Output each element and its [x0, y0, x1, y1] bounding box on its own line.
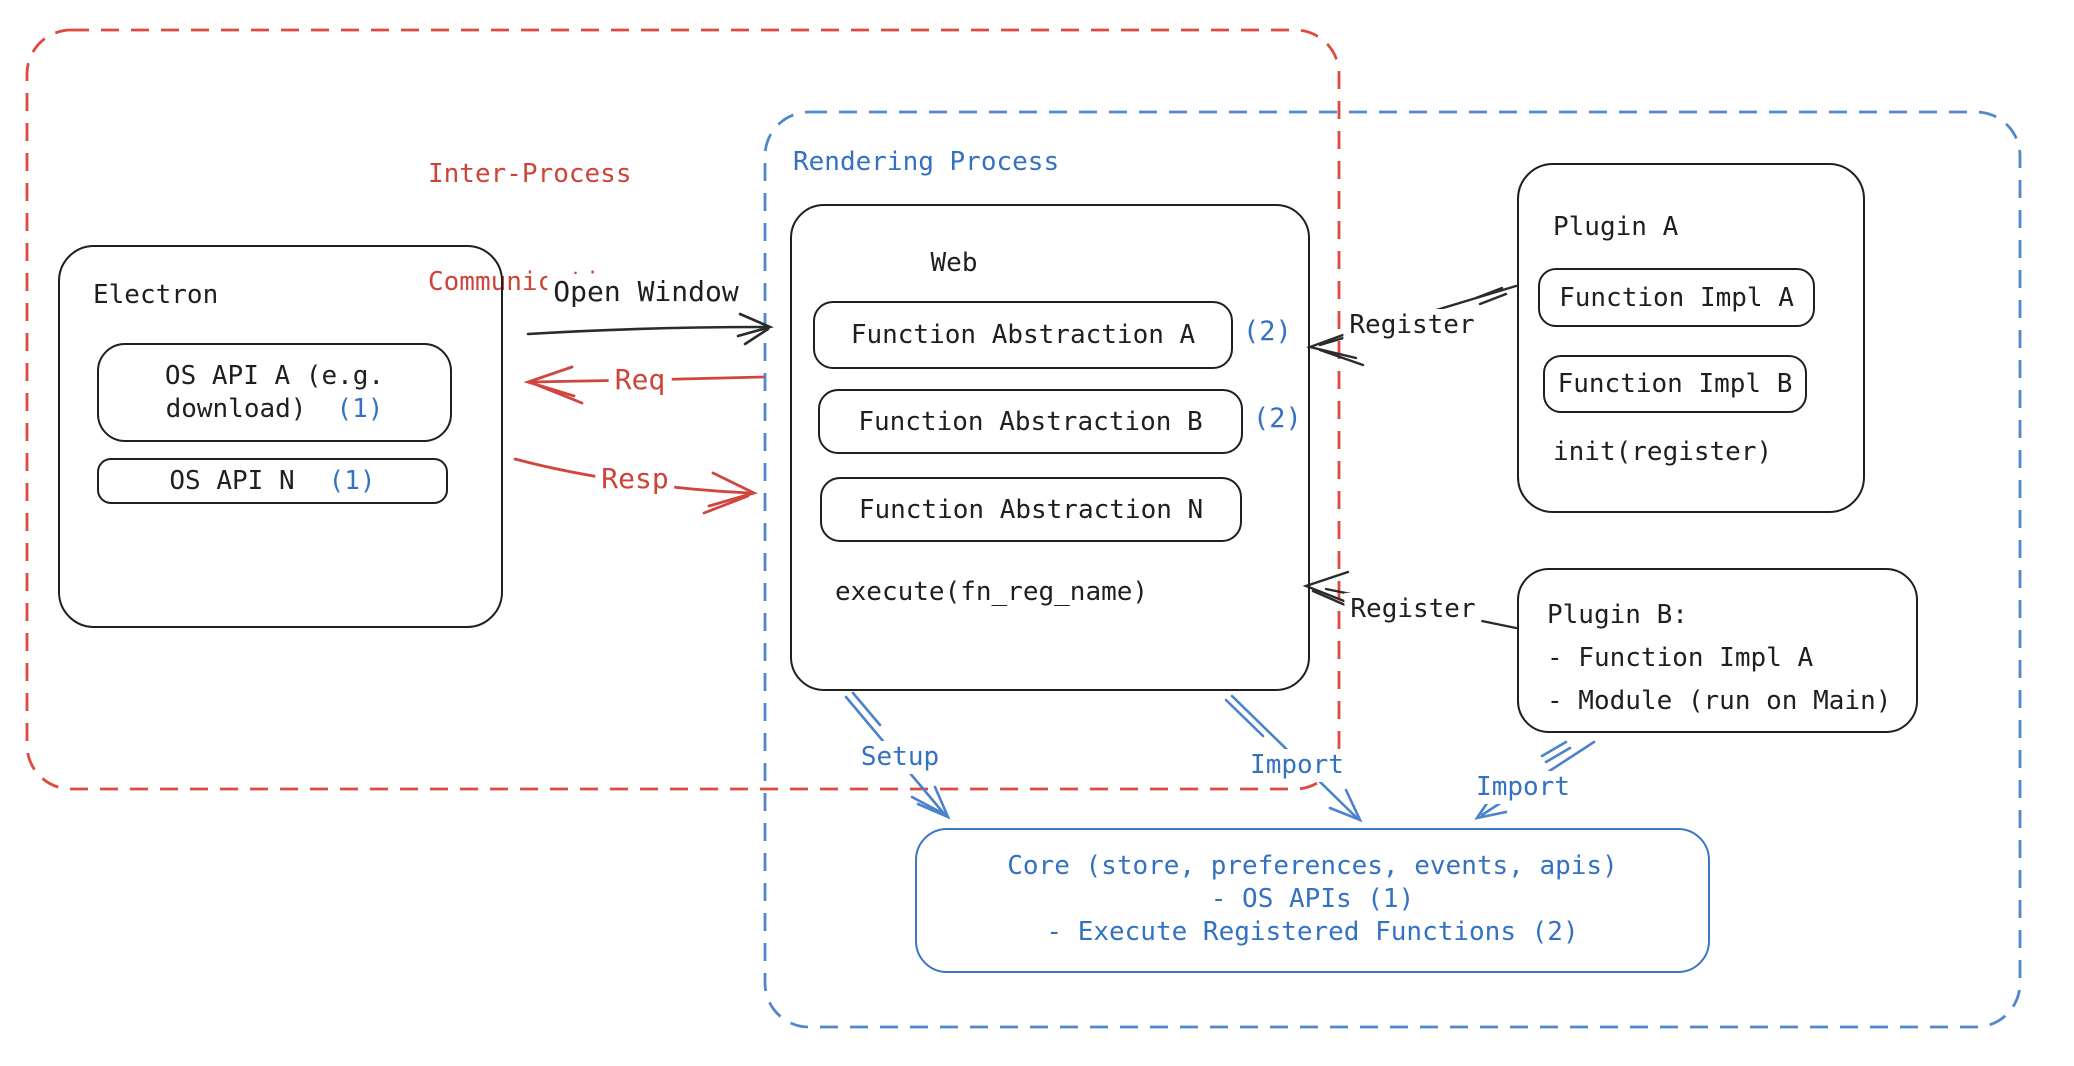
os-api-n-label: OS API N [169, 466, 295, 496]
function-impl-b-box: Function Impl B [1543, 355, 1807, 413]
register-plugin-a-label: Register [1343, 309, 1481, 342]
init-register-label: init(register) [1553, 437, 1773, 467]
rendering-group-outline [763, 110, 2022, 1029]
os-api-n-badge: (1) [328, 466, 376, 496]
function-impl-a-label: Function Impl A [1559, 282, 1794, 313]
open-window-label: Open Window [547, 274, 745, 309]
plugin-b-box: Plugin B: - Function Impl A - Module (ru… [1517, 568, 1918, 733]
function-abstraction-n-label: Function Abstraction N [858, 494, 1204, 525]
core-line-2: - OS APIs (1) [1210, 884, 1415, 914]
plugin-a-box [1517, 163, 1865, 513]
function-abstraction-a-box: Function Abstraction A [813, 301, 1233, 369]
execute-label: execute(fn_reg_name) [835, 577, 1149, 607]
function-abstraction-b-box: Function Abstraction B [818, 389, 1243, 454]
os-api-a-box: OS API A (e.g. download) (1) [97, 343, 452, 442]
core-box: Core (store, preferences, events, apis) … [915, 828, 1710, 973]
os-api-n-box: OS API N (1) [97, 458, 448, 504]
open-window-arrow [526, 312, 774, 346]
ipc-group-outline [25, 28, 1341, 791]
req-label: Req [608, 362, 672, 397]
function-abstraction-b-badge: (2) [1253, 403, 1302, 434]
core-line-1: Core (store, preferences, events, apis) [1007, 851, 1618, 881]
plugin-a-title: Plugin A [1553, 212, 1679, 242]
function-abstraction-a-label: Function Abstraction A [850, 320, 1196, 350]
ipc-group-label-line1: Inter-Process [428, 159, 632, 189]
import-web-label: Import [1244, 749, 1350, 782]
electron-box [58, 245, 503, 628]
ipc-group-label: Inter-Process Communication [428, 84, 632, 372]
plugin-b-title: Plugin B: [1547, 600, 1688, 630]
register-plugin-b-label: Register [1344, 593, 1482, 626]
function-impl-a-box: Function Impl A [1538, 268, 1815, 327]
os-api-a-line1: OS API A (e.g. [164, 360, 385, 391]
function-abstraction-a-badge: (2) [1243, 316, 1292, 347]
function-impl-b-label: Function Impl B [1557, 369, 1793, 399]
web-title: Web [930, 248, 978, 278]
plugin-b-item: - Module (run on Main) [1547, 686, 1892, 716]
core-line-3: - Execute Registered Functions (2) [1046, 917, 1579, 947]
resp-label: Resp [595, 461, 675, 496]
os-api-a-badge: (1) [336, 393, 384, 424]
rendering-group-label: Rendering Process [793, 147, 1060, 177]
function-abstraction-b-label: Function Abstraction B [858, 406, 1203, 437]
setup-label: Setup [854, 741, 946, 774]
plugin-b-item: - Function Impl A [1547, 643, 1814, 673]
function-abstraction-n-box: Function Abstraction N [820, 477, 1242, 542]
os-api-a-line2: download) [165, 393, 307, 424]
electron-title: Electron [93, 280, 219, 310]
import-plugin-b-label: Import [1470, 771, 1576, 804]
web-box [790, 204, 1310, 691]
os-api-a-line2-row: download) (1) [166, 393, 384, 426]
